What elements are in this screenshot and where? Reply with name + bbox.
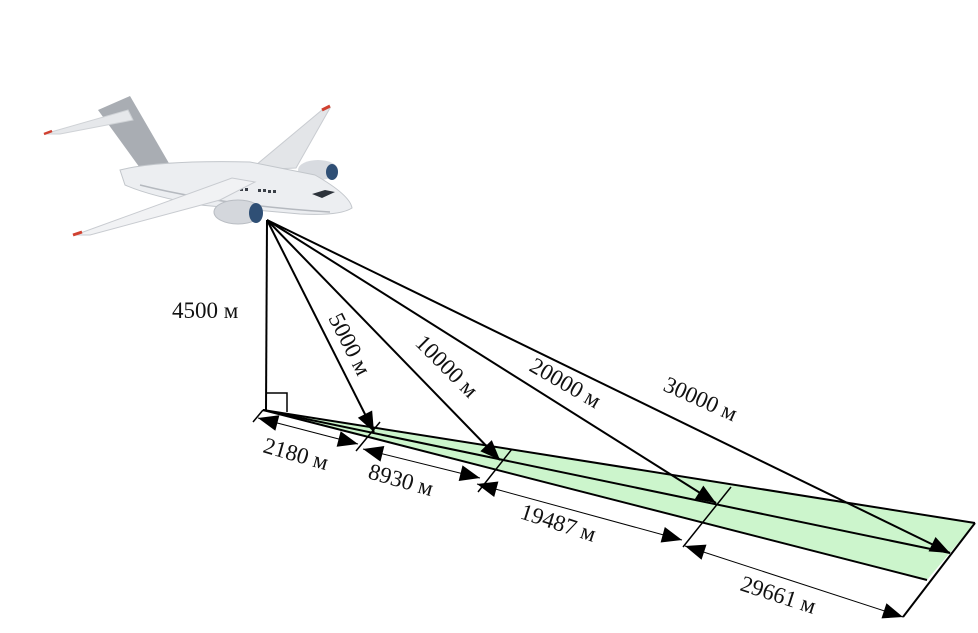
right-angle-marker (267, 392, 288, 412)
ground-dimension-lines (252, 409, 904, 619)
ground-distance-label-29661: 29661 м (737, 571, 819, 619)
ground-distance-label-8930: 8930 м (366, 459, 437, 501)
altitude-label: 4500 м (172, 298, 239, 323)
aircraft-illustration (43, 96, 353, 237)
altitude-line (265, 219, 268, 411)
slant-range-label-20000: 20000 м (526, 353, 606, 414)
ground-distance-label-2180: 2180 м (261, 433, 332, 475)
slant-range-lines (266, 219, 951, 554)
slant-range-label-10000: 10000 м (410, 330, 483, 403)
slant-range-label-5000: 5000 м (324, 309, 377, 380)
